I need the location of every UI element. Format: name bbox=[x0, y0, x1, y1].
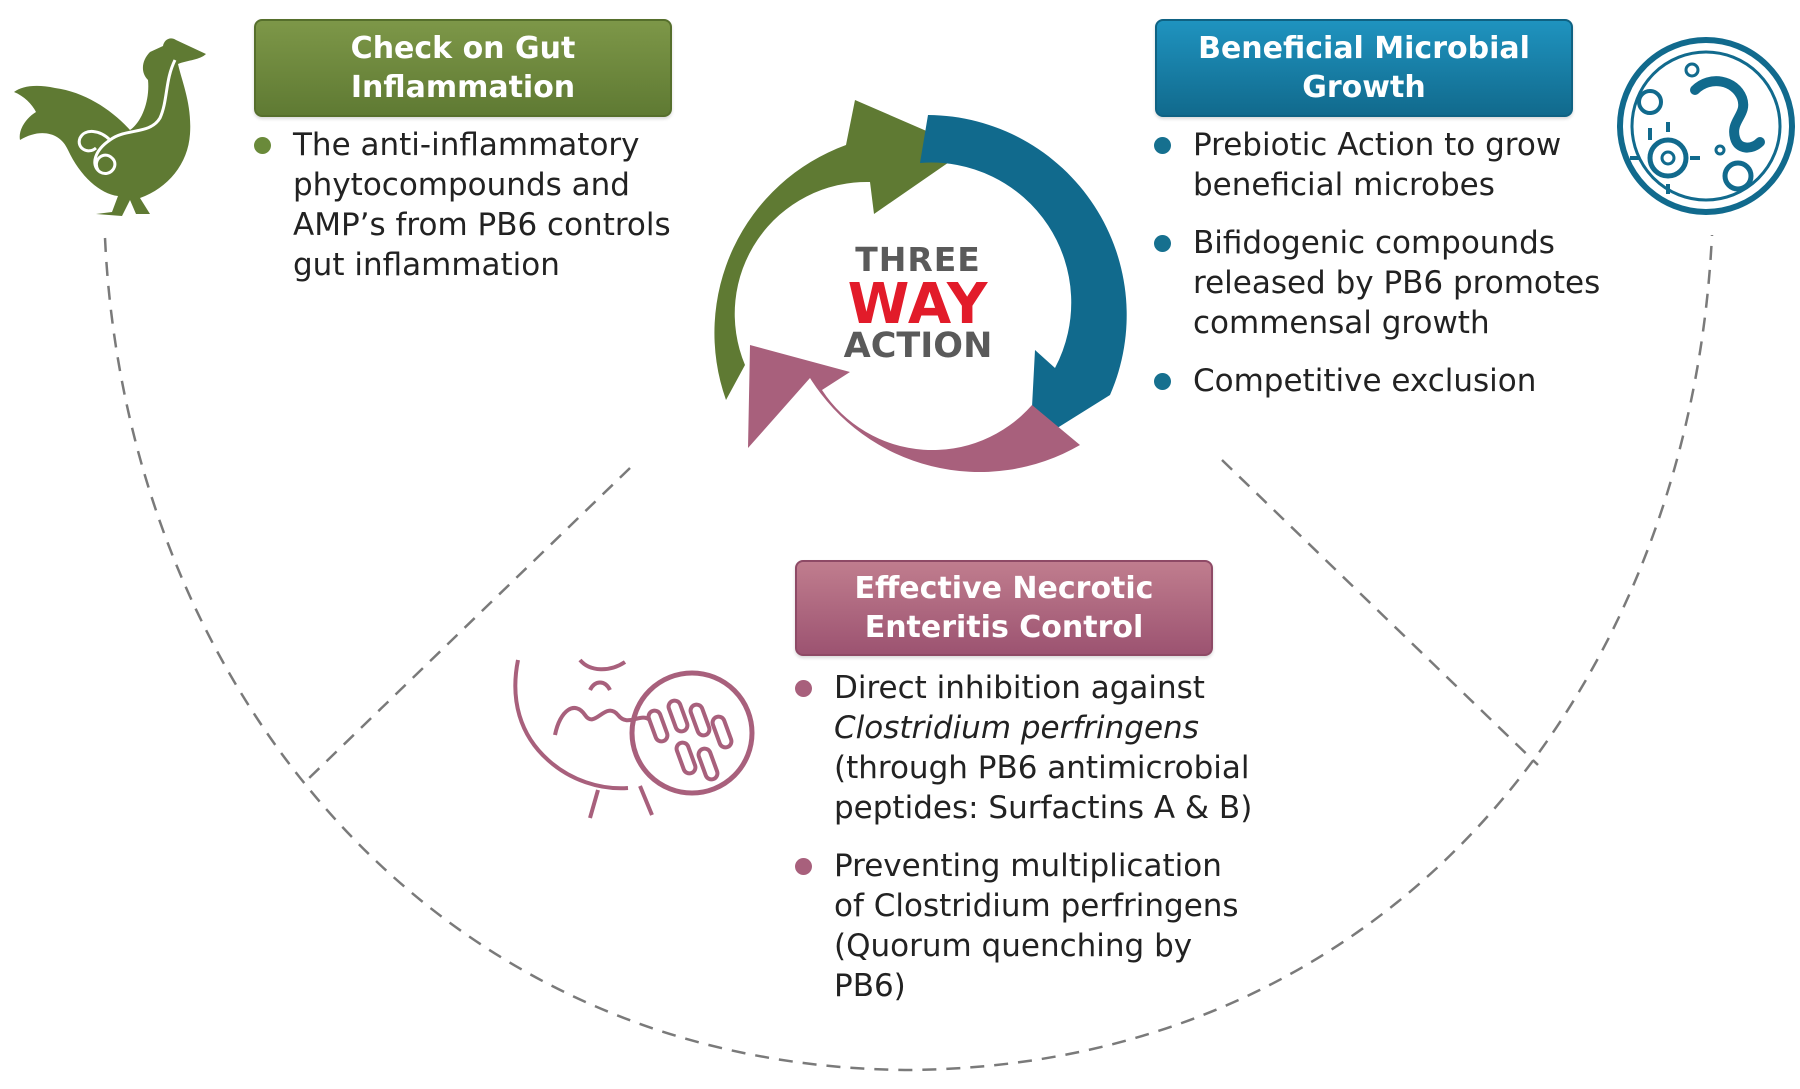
cycle-arrow-blue bbox=[920, 115, 1127, 445]
necrotic-enteritis-header: Effective Necrotic Enteritis Control bbox=[795, 560, 1213, 656]
header-line: Growth bbox=[1302, 70, 1426, 105]
cycle-arrows bbox=[714, 100, 1127, 473]
list-item: Competitive exclusion bbox=[1152, 361, 1632, 401]
dashed-divider-right bbox=[1221, 459, 1539, 766]
bullet-dot-icon bbox=[254, 137, 271, 154]
list-item: Prebiotic Action to grow beneficial micr… bbox=[1152, 125, 1632, 205]
bullet-dot-icon bbox=[1154, 373, 1171, 390]
header-line: Inflammation bbox=[350, 70, 576, 105]
cycle-arrow-pink bbox=[748, 345, 1080, 473]
chicken-gut-icon bbox=[14, 38, 206, 216]
microbes-icon bbox=[1617, 37, 1795, 215]
header-line: Enteritis Control bbox=[864, 610, 1144, 645]
header-line: Beneficial Microbial bbox=[1198, 31, 1530, 66]
necrotic-enteritis-list: Direct inhibition against Clostridium pe… bbox=[793, 668, 1263, 1024]
center-label-way: WAY bbox=[847, 272, 989, 337]
bullet-dot-icon bbox=[1154, 235, 1171, 252]
center-label-action: ACTION bbox=[843, 326, 993, 366]
gut-inflammation-list: The anti-inflammatory phytocompounds and… bbox=[252, 125, 692, 303]
bullet-dot-icon bbox=[795, 680, 812, 697]
bullet-dot-icon bbox=[1154, 137, 1171, 154]
list-item: Preventing multiplication of Clostridium… bbox=[793, 846, 1263, 1006]
bullet-dot-icon bbox=[795, 858, 812, 875]
header-line: Effective Necrotic bbox=[854, 571, 1154, 606]
dashed-divider-left bbox=[304, 467, 631, 783]
dashed-outer-arc bbox=[103, 234, 1714, 1072]
gut-inflammation-header: Check on Gut Inflammation bbox=[254, 19, 672, 117]
microbial-growth-list: Prebiotic Action to grow beneficial micr… bbox=[1152, 125, 1632, 419]
center-label-three: THREE bbox=[855, 240, 981, 279]
intestine-bacteria-icon bbox=[513, 658, 755, 819]
header-line: Check on Gut bbox=[350, 31, 576, 66]
microbial-growth-header: Beneficial Microbial Growth bbox=[1155, 19, 1573, 117]
list-item: Direct inhibition against Clostridium pe… bbox=[793, 668, 1263, 828]
list-item: The anti-inflammatory phytocompounds and… bbox=[252, 125, 692, 285]
list-item: Bifidogenic compounds released by PB6 pr… bbox=[1152, 223, 1632, 343]
cycle-arrow-green bbox=[714, 100, 968, 400]
